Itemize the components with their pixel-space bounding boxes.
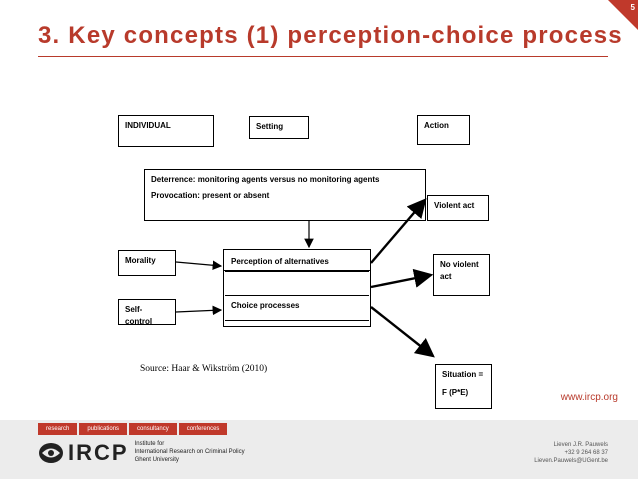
situation-arrow (370, 306, 435, 358)
self-control-box: Self-control (118, 299, 176, 326)
footer-nav: research publications consultancy confer… (38, 423, 228, 435)
self-control-label: Self-control (125, 305, 153, 326)
corner-tab (608, 0, 638, 30)
no-violent-line1: No violent (440, 260, 479, 269)
setting-label: Setting (256, 122, 284, 131)
setting-box: Setting (249, 116, 309, 139)
deterrence-text: Deterrence: monitoring agents versus no … (151, 175, 380, 184)
provocation-text: Provocation: present or absent (151, 190, 270, 200)
situation-box: Situation = F (P*E) (435, 364, 492, 409)
situation-line2: F (P*E) (442, 387, 469, 397)
contact-phone: +32 9 264 68 37 (564, 450, 608, 457)
nav-publications[interactable]: publications (79, 423, 128, 435)
nav-consultancy[interactable]: consultancy (129, 423, 177, 435)
action-box: Action (417, 115, 470, 145)
logo-text: IRCP (68, 440, 129, 465)
ircp-emblem-icon (39, 443, 63, 463)
title-divider (38, 56, 608, 57)
no-violent-act-arrow (370, 268, 434, 289)
individual-box: INDIVIDUAL (118, 115, 214, 147)
nav-conferences[interactable]: conferences (178, 423, 228, 435)
action-label: Action (424, 121, 449, 130)
website-link[interactable]: www.ircp.org (560, 392, 618, 403)
perception-divider (224, 270, 370, 271)
contact-name: Lieven J.R. Pauwels (553, 442, 608, 448)
perception-cell: Perception of alternatives (225, 252, 369, 272)
choice-label: Choice processes (231, 301, 300, 310)
self-control-arrow (175, 305, 223, 316)
source-citation: Source: Haar & Wikström (2010) (140, 364, 268, 374)
institute-line1: Institute for (134, 441, 165, 448)
institute-line2: International Research on Criminal Polic… (134, 449, 245, 456)
violent-act-box: Violent act (427, 195, 489, 221)
slide-title: 3. Key concepts (1) perception-choice pr… (38, 22, 623, 49)
individual-label: INDIVIDUAL (125, 121, 171, 130)
situation-line1: Situation = (442, 370, 484, 379)
morality-label: Morality (125, 256, 156, 265)
choice-cell: Choice processes (225, 295, 369, 321)
ircp-logo: IRCP Institute for International Researc… (38, 440, 245, 466)
setting-detail-box: Deterrence: monitoring agents versus no … (144, 169, 426, 221)
institute-line3: Ghent University (134, 456, 179, 463)
contact-email[interactable]: Lieven.Pauwels@UGent.be (534, 458, 608, 465)
contact-info: Lieven J.R. Pauwels +32 9 264 68 37 Liev… (534, 441, 608, 465)
violent-act-label: Violent act (434, 201, 475, 210)
institute-name: Institute for International Research on … (135, 441, 245, 464)
perception-choice-box: Perception of alternatives Choice proces… (223, 249, 371, 327)
no-violent-line2: act (440, 271, 452, 281)
morality-arrow (175, 260, 223, 271)
nav-research[interactable]: research (38, 423, 78, 435)
morality-box: Morality (118, 250, 176, 276)
page-number: 5 (630, 3, 635, 12)
perception-label: Perception of alternatives (231, 257, 329, 266)
no-violent-act-box: No violent act (433, 254, 490, 296)
